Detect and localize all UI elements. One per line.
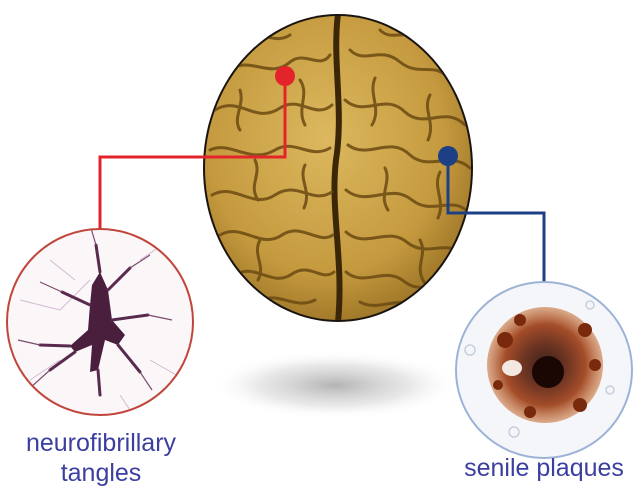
senile-plaque-micrograph [456,282,632,458]
senile-plaques-label: senile plaques [456,453,632,483]
neurofibrillary-tangles-label: neurofibrillary tangles [6,428,196,488]
label-line-2: tangles [6,458,196,488]
brain-top-view-photo [200,10,480,330]
label-line-1: neurofibrillary [6,428,196,458]
brain-shadow [210,351,460,419]
neurofibrillary-tangle-micrograph [7,225,193,415]
